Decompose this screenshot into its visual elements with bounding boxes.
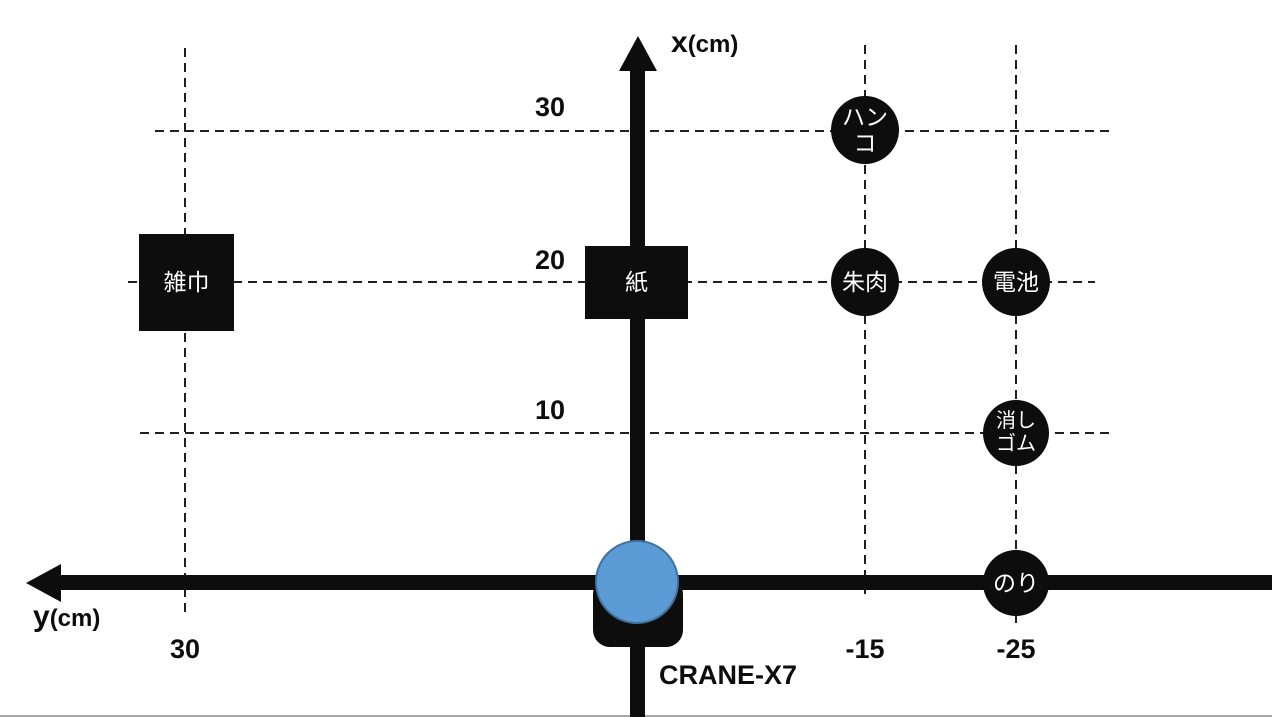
x-tick-30: 30 bbox=[534, 92, 565, 122]
x-axis-letter: x bbox=[671, 26, 688, 59]
gridline-y-neg15 bbox=[864, 45, 866, 600]
object-ink-pad: 朱肉 bbox=[831, 248, 899, 316]
y-axis-unit: (cm) bbox=[49, 605, 101, 632]
object-paper: 紙 bbox=[585, 246, 688, 319]
robot-marker bbox=[595, 540, 679, 624]
robot-label: CRANE-X7 bbox=[659, 660, 798, 690]
object-stamp: ハンコ bbox=[831, 96, 899, 164]
x-axis-label: x(cm) bbox=[671, 26, 738, 60]
y-axis-letter: y bbox=[33, 600, 50, 633]
object-glue: のり bbox=[983, 550, 1049, 616]
x-tick-20: 20 bbox=[534, 245, 565, 275]
y-tick-30: 30 bbox=[169, 634, 201, 664]
gridline-y-neg25 bbox=[1015, 45, 1017, 623]
object-rag: 雑巾 bbox=[139, 234, 234, 331]
x-tick-10: 10 bbox=[534, 395, 565, 425]
y-tick-neg15: -15 bbox=[845, 634, 885, 664]
x-axis-unit: (cm) bbox=[687, 31, 739, 58]
y-axis-label: y(cm) bbox=[33, 600, 100, 634]
object-eraser: 消し ゴム bbox=[983, 400, 1049, 466]
y-tick-neg25: -25 bbox=[996, 634, 1036, 664]
gridline-x-10 bbox=[140, 432, 1113, 434]
object-battery: 電池 bbox=[982, 248, 1050, 316]
y-axis-arrowhead-icon bbox=[26, 564, 61, 602]
x-axis-arrowhead-icon bbox=[619, 36, 657, 71]
